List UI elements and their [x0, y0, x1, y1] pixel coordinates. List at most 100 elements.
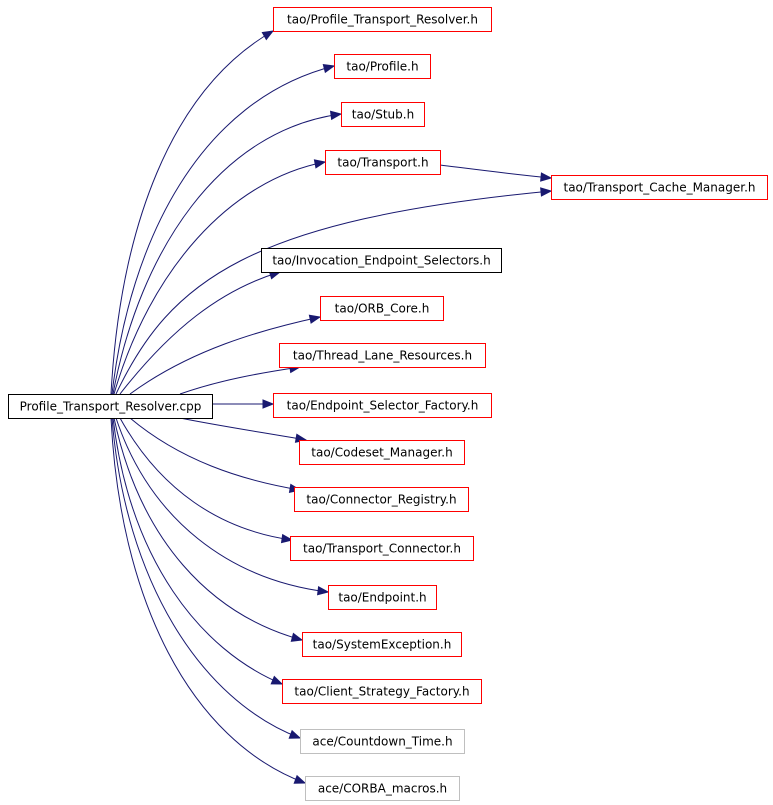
node-label: tao/Thread_Lane_Resources.h: [293, 349, 472, 363]
include-node-n8[interactable]: tao/Endpoint_Selector_Factory.h: [273, 393, 492, 418]
node-label: ace/CORBA_macros.h: [318, 782, 447, 796]
edge-root-to-n1: [111, 63, 336, 395]
edge-arrowhead: [262, 399, 275, 409]
edge-line: [113, 417, 303, 641]
node-box: [300, 729, 465, 754]
edge-arrowhead: [540, 187, 553, 197]
node-box: [341, 102, 425, 127]
edge-root-to-n15: [111, 417, 302, 739]
edge-line: [115, 417, 329, 593]
edge-arrowhead: [261, 30, 275, 41]
node-label: Profile_Transport_Resolver.cpp: [20, 400, 202, 414]
node-box: [302, 632, 462, 657]
node-box: [8, 394, 213, 419]
edge-line: [119, 271, 281, 395]
node-label: tao/Transport_Cache_Manager.h: [564, 181, 756, 195]
edge-line: [110, 417, 306, 784]
include-node-n9[interactable]: tao/Codeset_Manager.h: [299, 440, 465, 465]
edge-line: [179, 417, 307, 441]
edge-line: [129, 316, 321, 395]
include-node-n0[interactable]: tao/Profile_Transport_Resolver.h: [273, 7, 492, 32]
node-label: tao/ORB_Core.h: [335, 302, 430, 316]
node-box: [325, 150, 441, 175]
node-box: [551, 175, 768, 200]
node-label: tao/Stub.h: [352, 108, 414, 122]
node-box: [305, 776, 460, 801]
node-label: tao/Client_Strategy_Factory.h: [294, 685, 469, 699]
edge-root-to-n12: [115, 417, 330, 596]
node-label: tao/SystemException.h: [313, 638, 452, 652]
include-node-n6[interactable]: tao/ORB_Core.h: [320, 296, 444, 321]
edge-arrowhead: [308, 314, 322, 324]
edge-root-to-n3: [113, 159, 327, 395]
edge-line: [111, 417, 301, 739]
root-file-node: Profile_Transport_Resolver.cpp: [8, 394, 213, 419]
edge-root-to-n7: [179, 363, 302, 395]
edge-line: [179, 366, 301, 395]
include-node-n2[interactable]: tao/Stub.h: [341, 102, 425, 127]
node-box: [334, 54, 431, 79]
edge-root-to-n13: [113, 417, 304, 642]
edge-root-to-n14: [112, 417, 284, 685]
node-box: [328, 585, 437, 610]
node-box: [282, 679, 482, 704]
node-label: tao/Endpoint_Selector_Factory.h: [287, 399, 479, 413]
include-node-n4[interactable]: tao/Transport_Cache_Manager.h: [551, 175, 768, 200]
include-node-n7[interactable]: tao/Thread_Lane_Resources.h: [279, 343, 486, 368]
node-label: tao/Connector_Registry.h: [306, 493, 456, 507]
edge-line: [111, 65, 335, 395]
node-label: tao/Codeset_Manager.h: [311, 446, 452, 460]
include-node-n10[interactable]: tao/Connector_Registry.h: [294, 487, 469, 512]
node-label: tao/Transport.h: [337, 156, 428, 170]
edge-line: [119, 417, 293, 541]
edge-arrowhead: [313, 159, 327, 169]
include-node-n15: ace/Countdown_Time.h: [300, 729, 465, 754]
node-box: [290, 536, 474, 561]
node-label: tao/Transport_Connector.h: [303, 542, 461, 556]
node-box: [261, 248, 502, 273]
node-label: tao/Invocation_Endpoint_Selectors.h: [272, 254, 490, 268]
edge-arrowhead: [280, 533, 294, 544]
edge-root-to-n0: [110, 30, 275, 395]
node-box: [279, 343, 486, 368]
nodes-layer: Profile_Transport_Resolver.cpp tao/Profil…: [8, 7, 768, 801]
edge-arrowhead: [288, 729, 302, 739]
edge-root-to-n11: [119, 417, 294, 544]
edge-root-to-n4: [115, 187, 553, 395]
include-node-n3[interactable]: tao/Transport.h: [325, 150, 441, 175]
edge-n3-to-n4: [439, 164, 553, 182]
edge-arrowhead: [329, 110, 343, 121]
include-node-n5: tao/Invocation_Endpoint_Selectors.h: [261, 248, 502, 273]
edge-line: [113, 161, 326, 395]
edge-root-to-n6: [129, 314, 322, 395]
node-box: [294, 487, 469, 512]
edge-root-to-n10: [129, 417, 302, 493]
edge-root-to-n8: [212, 399, 275, 409]
node-box: [320, 296, 444, 321]
edge-root-to-n2: [112, 110, 343, 395]
include-node-n13[interactable]: tao/SystemException.h: [302, 632, 462, 657]
edge-line: [110, 30, 274, 395]
edge-arrowhead: [270, 675, 284, 685]
node-label: tao/Endpoint.h: [338, 591, 426, 605]
edge-arrowhead: [317, 586, 330, 596]
edge-line: [112, 113, 342, 395]
include-node-n1[interactable]: tao/Profile.h: [334, 54, 431, 79]
edge-line: [115, 190, 552, 395]
include-node-n16: ace/CORBA_macros.h: [305, 776, 460, 801]
edge-arrowhead: [322, 63, 336, 74]
edge-arrowhead: [290, 632, 304, 642]
edge-line: [439, 164, 552, 179]
node-box: [273, 7, 492, 32]
edge-line: [129, 417, 301, 491]
include-node-n12[interactable]: tao/Endpoint.h: [328, 585, 437, 610]
include-node-n11[interactable]: tao/Transport_Connector.h: [290, 536, 474, 561]
edge-arrowhead: [293, 774, 307, 784]
edge-root-to-n16: [110, 417, 307, 784]
edges-layer: [110, 30, 553, 784]
node-box: [299, 440, 465, 465]
node-box: [273, 393, 492, 418]
include-node-n14[interactable]: tao/Client_Strategy_Factory.h: [282, 679, 482, 704]
node-label: tao/Profile.h: [346, 60, 418, 74]
